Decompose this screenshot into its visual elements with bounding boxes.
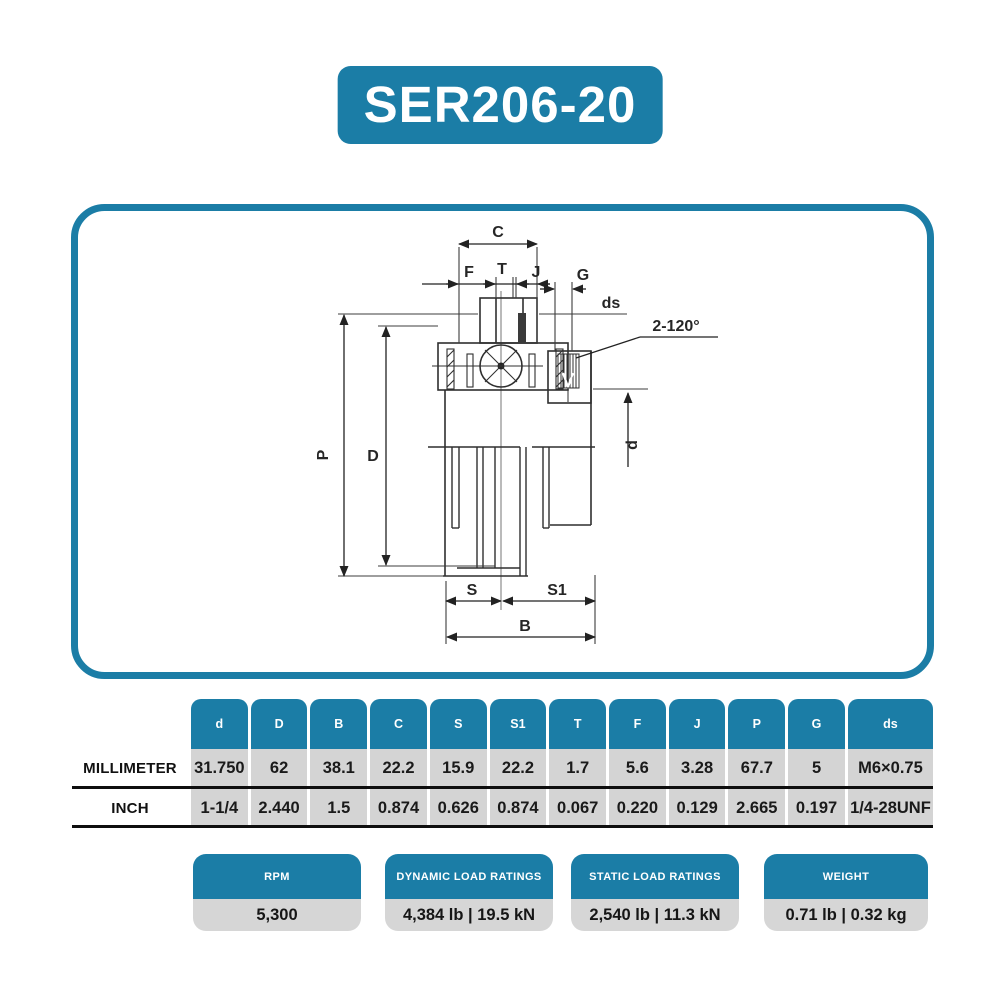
panel-border <box>71 204 934 679</box>
table-column-T: T 1.7 0.067 <box>549 699 607 828</box>
stat-card-static-load: STATIC LOAD RATINGS 2,540 lb | 11.3 kN <box>571 854 739 931</box>
row-header-millimeter: MILLIMETER <box>83 760 177 777</box>
table-divider-line <box>72 786 933 789</box>
table-column-S: S 15.9 0.626 <box>429 699 487 828</box>
bearing-dimension-diagram: C F T J G ds 2-120° P D d S S1 B <box>71 204 934 679</box>
stat-card-value: 2,540 lb | 11.3 kN <box>571 899 739 931</box>
table-column-D: D 62 2.440 <box>250 699 308 828</box>
row-header-inch: INCH <box>111 799 149 817</box>
dim-label-G: G <box>577 267 589 284</box>
stat-card-label: STATIC LOAD RATINGS <box>571 854 739 899</box>
column-header: D <box>250 699 308 749</box>
inch-value: 1.5 <box>310 788 368 828</box>
table-column-P: P 67.7 2.665 <box>728 699 786 828</box>
dim-label-S: S <box>467 582 478 599</box>
column-header: ds <box>847 699 933 749</box>
bearing-cross-section <box>428 297 595 577</box>
inch-value: 2.440 <box>250 788 308 828</box>
dim-label-S1: S1 <box>547 582 567 599</box>
column-header: T <box>549 699 607 749</box>
stat-card-label: DYNAMIC LOAD RATINGS <box>385 854 553 899</box>
table-row-labels: MILLIMETER INCH <box>72 699 188 828</box>
dimension-labels: C F T J G ds 2-120° P D d S S1 B <box>315 224 700 635</box>
inch-value: 0.067 <box>549 788 607 828</box>
inch-value: 0.129 <box>668 788 726 828</box>
stat-card-value: 0.71 lb | 0.32 kg <box>764 899 928 931</box>
inch-value: 1/4-28UNF <box>847 788 933 828</box>
column-header: S1 <box>489 699 547 749</box>
column-header: P <box>728 699 786 749</box>
mm-value: 31.750 <box>191 749 248 788</box>
stat-card-label: WEIGHT <box>764 854 928 899</box>
dim-label-C: C <box>492 224 504 241</box>
column-header: B <box>310 699 368 749</box>
table-column-S1: S1 22.2 0.874 <box>489 699 547 828</box>
inch-value: 0.220 <box>609 788 666 828</box>
stat-card-label: RPM <box>193 854 361 899</box>
column-header: F <box>609 699 666 749</box>
mm-value: 5.6 <box>609 749 666 788</box>
dim-label-J: J <box>532 264 541 281</box>
dim-label-ds: ds <box>602 295 621 312</box>
table-column-J: J 3.28 0.129 <box>668 699 726 828</box>
stat-card-weight: WEIGHT 0.71 lb | 0.32 kg <box>764 854 928 931</box>
table-column-ds: ds M6×0.75 1/4-28UNF <box>847 699 933 828</box>
column-header: d <box>191 699 248 749</box>
table-bottom-line <box>72 825 933 828</box>
dimension-lines <box>339 239 718 642</box>
mm-value: 62 <box>250 749 308 788</box>
inch-value: 1-1/4 <box>191 788 248 828</box>
stat-card-dynamic-load: DYNAMIC LOAD RATINGS 4,384 lb | 19.5 kN <box>385 854 553 931</box>
dimension-spec-table: MILLIMETER INCH d 31.750 1-1/4 D 62 2.44… <box>72 699 933 831</box>
mm-value: 22.2 <box>489 749 547 788</box>
part-number-title: SER206-20 <box>337 66 663 144</box>
inch-value: 0.626 <box>429 788 487 828</box>
dim-label-angle: 2-120° <box>652 318 699 335</box>
mm-value: 38.1 <box>310 749 368 788</box>
dim-label-P: P <box>315 449 332 460</box>
mm-value: 15.9 <box>429 749 487 788</box>
table-column-B: B 38.1 1.5 <box>310 699 368 828</box>
inch-value: 0.874 <box>489 788 547 828</box>
mm-value: 5 <box>788 749 845 788</box>
stat-card-value: 5,300 <box>193 899 361 931</box>
inch-value: 0.197 <box>788 788 845 828</box>
inch-value: 0.874 <box>370 788 427 828</box>
column-header: G <box>788 699 845 749</box>
dim-label-F: F <box>464 264 474 281</box>
mm-value: 22.2 <box>370 749 427 788</box>
column-header: C <box>370 699 427 749</box>
table-column-F: F 5.6 0.220 <box>609 699 666 828</box>
stat-card-value: 4,384 lb | 19.5 kN <box>385 899 553 931</box>
mm-value: M6×0.75 <box>847 749 933 788</box>
inch-value: 2.665 <box>728 788 786 828</box>
stat-card-rpm: RPM 5,300 <box>193 854 361 931</box>
dim-label-d: d <box>624 440 641 450</box>
table-column-G: G 5 0.197 <box>788 699 845 828</box>
column-header: S <box>429 699 487 749</box>
mm-value: 67.7 <box>728 749 786 788</box>
mm-value: 1.7 <box>549 749 607 788</box>
column-header: J <box>668 699 726 749</box>
mm-value: 3.28 <box>668 749 726 788</box>
dim-label-B: B <box>519 618 531 635</box>
table-column-d: d 31.750 1-1/4 <box>191 699 248 828</box>
table-column-C: C 22.2 0.874 <box>370 699 427 828</box>
dim-label-D: D <box>367 448 379 465</box>
dim-label-T: T <box>497 261 507 278</box>
